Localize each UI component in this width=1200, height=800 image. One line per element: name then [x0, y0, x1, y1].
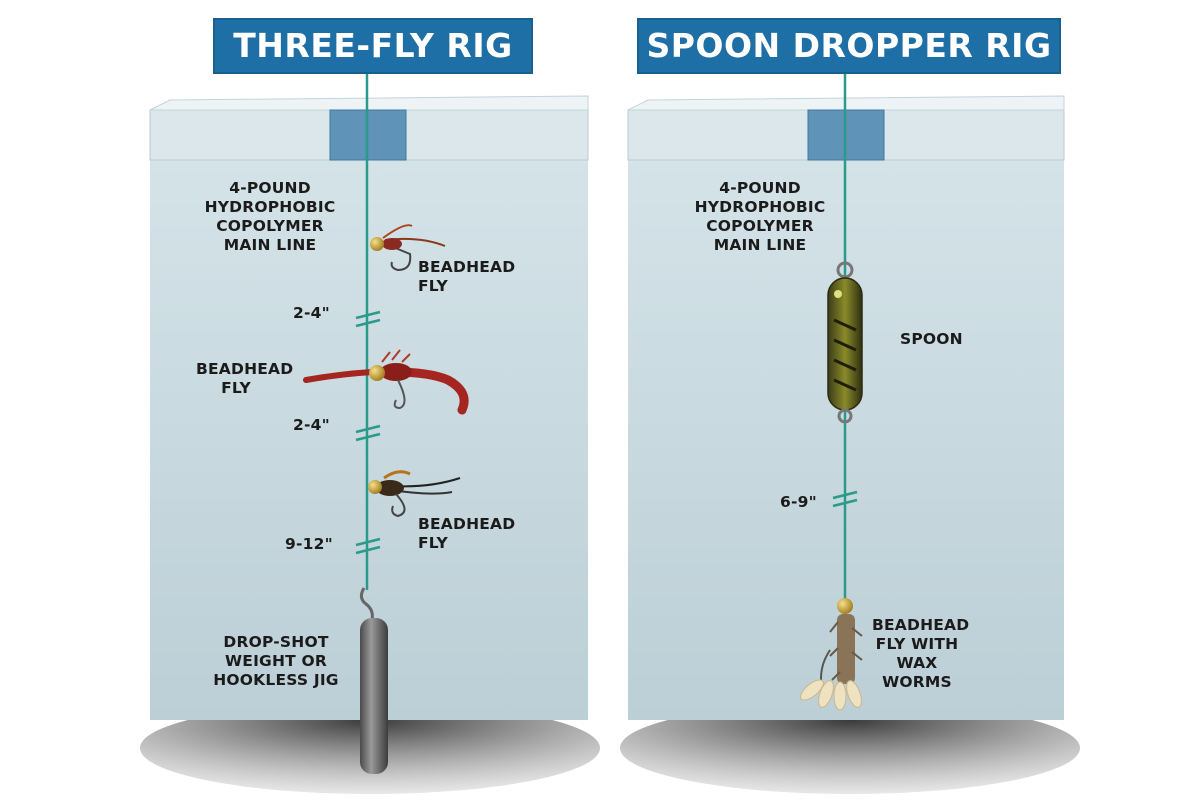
weight-label: DROP-SHOT WEIGHT OR HOOKLESS JIG [213, 633, 339, 689]
main-line-label-right: 4-POUND HYDROPHOBIC COPOLYMER MAIN LINE [694, 179, 826, 254]
drop-shot-weight-icon [359, 587, 388, 774]
line-break-mark [355, 424, 381, 442]
fly-wax-worms-label: BEADHEAD FLY WITH WAX WORMS [872, 616, 970, 691]
line-break-mark [832, 490, 858, 508]
spoon-lure-icon [827, 261, 863, 424]
line-break-mark [355, 537, 381, 555]
left-panel [140, 70, 600, 794]
main-line-label-left: 4-POUND HYDROPHOBIC COPOLYMER MAIN LINE [204, 179, 336, 254]
fly-top-label: BEADHEAD FLY [418, 258, 516, 295]
beadhead-fly-bottom-icon [368, 470, 461, 518]
ice-surface-left [149, 95, 589, 111]
beadhead-fly-top-icon [370, 224, 446, 272]
spoon-dropper-rig-title: SPOON DROPPER RIG [637, 18, 1061, 74]
gap-1-label: 2-4" [293, 304, 330, 322]
beadhead-fly-wax-worms-icon [800, 598, 863, 711]
lake-bottom-right [620, 702, 1080, 794]
fly-middle-label: BEADHEAD FLY [196, 360, 294, 397]
line-break-mark [355, 310, 381, 328]
gap-label-right: 6-9" [780, 493, 817, 511]
gap-2-label: 2-4" [293, 416, 330, 434]
gap-3-label: 9-12" [285, 535, 333, 553]
right-panel [620, 70, 1080, 794]
spoon-label: SPOON [900, 330, 963, 348]
beadhead-fly-middle-icon [303, 349, 469, 415]
fly-bottom-label: BEADHEAD FLY [418, 515, 516, 552]
three-fly-rig-title: THREE-FLY RIG [213, 18, 533, 74]
